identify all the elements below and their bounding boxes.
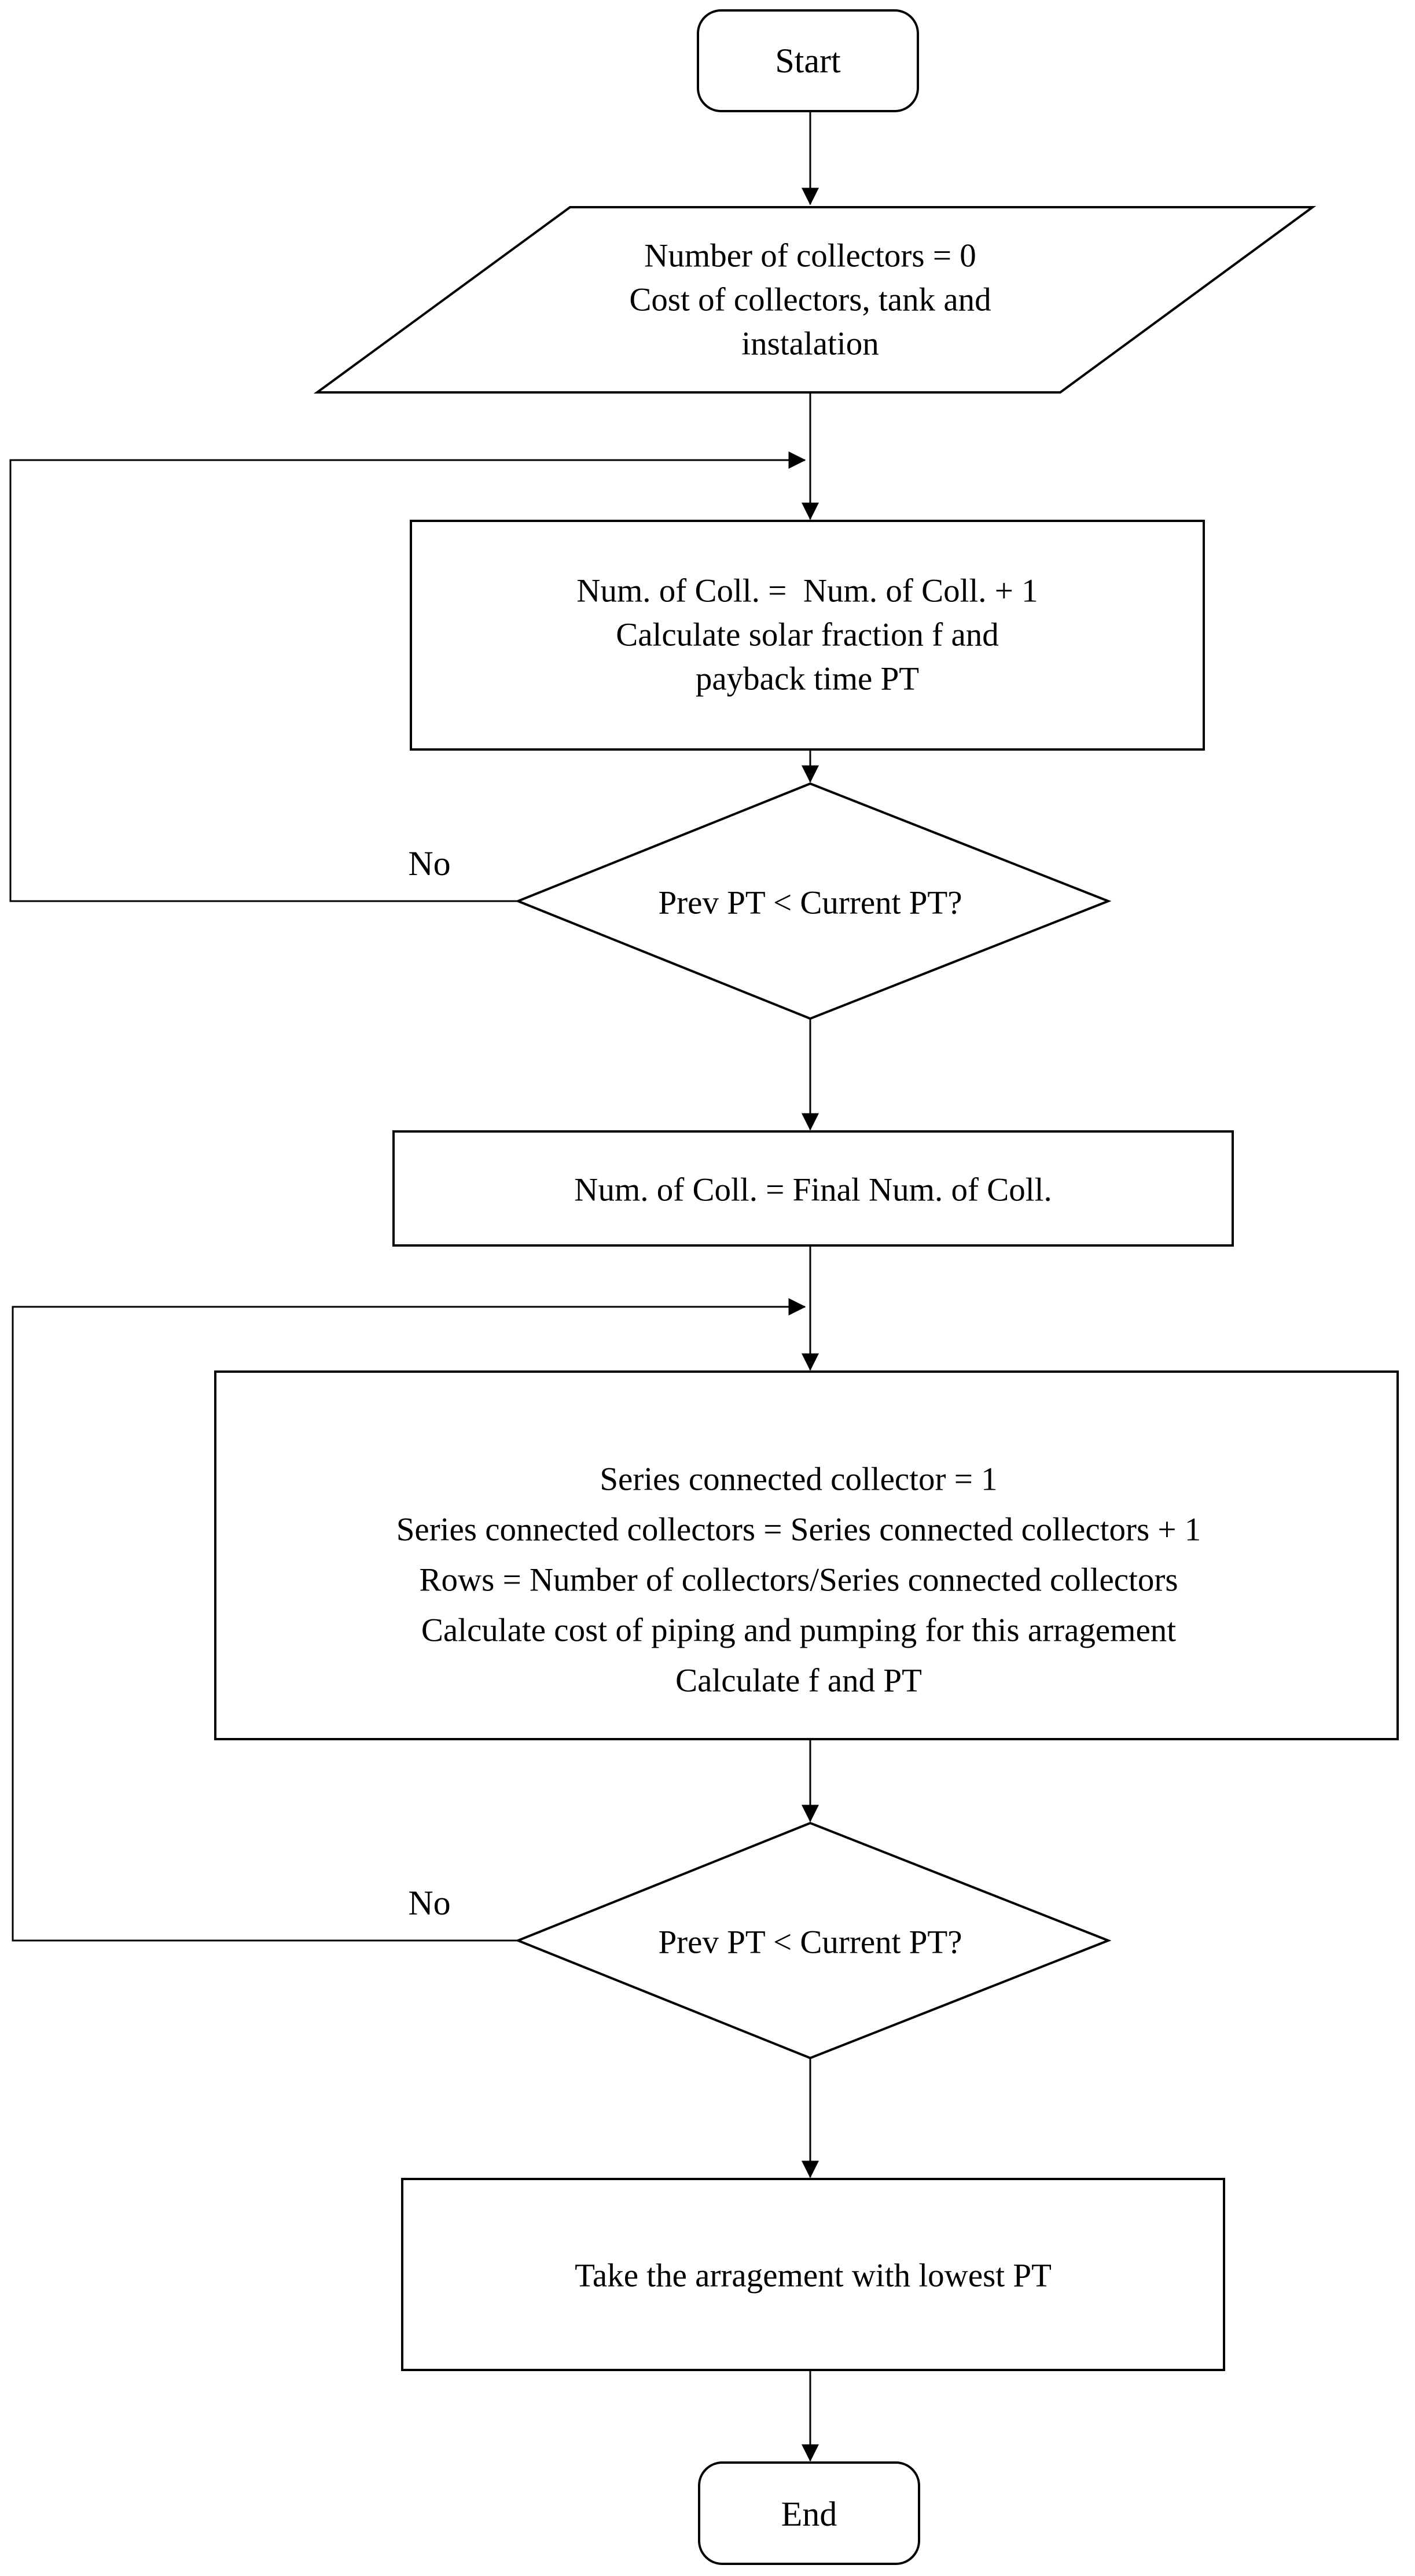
decision2-diamond-shape: [514, 1821, 1112, 2060]
nodes: [214, 9, 1399, 2565]
series-block-line-2: Series connected collectors = Series con…: [396, 1512, 1201, 1548]
start-label: Start: [775, 42, 841, 80]
connectors: [9, 111, 819, 2462]
start-terminator-shape: [697, 9, 919, 112]
input-parallelogram-shape: [313, 206, 1317, 394]
add-collector-line-1: Num. of Coll. = Num. of Coll. + 1: [576, 573, 1038, 609]
final-num-label: Num. of Coll. = Final Num. of Coll.: [574, 1172, 1052, 1208]
series-block-line-5: Calculate f and PT: [675, 1663, 922, 1699]
input-line-1: Number of collectors = 0: [644, 238, 976, 274]
decision1-diamond-shape: [514, 782, 1112, 1020]
labels: Start Number of collectors = 0 Cost of c…: [396, 42, 1201, 2533]
series-block-line-4: Calculate cost of piping and pumping for…: [421, 1612, 1176, 1649]
take-lowest-label: Take the arragement with lowest PT: [575, 2258, 1052, 2294]
decision1-label: Prev PT < Current PT?: [658, 885, 962, 921]
decision1-no-label: No: [408, 844, 450, 883]
add-collector-line-3: payback time PT: [696, 661, 919, 697]
final-num-process-shape: [392, 1130, 1234, 1247]
add-collector-process-shape: [410, 520, 1205, 751]
input-line-2: Cost of collectors, tank and: [629, 282, 991, 318]
take-lowest-process-shape: [401, 2178, 1225, 2371]
end-label: End: [781, 2495, 837, 2533]
series-block-process-shape: [214, 1370, 1399, 1740]
add-collector-line-2: Calculate solar fraction f and: [616, 617, 999, 653]
arrow-no-loop-collectors: [9, 451, 806, 902]
input-line-3: instalation: [741, 326, 879, 362]
decision2-label: Prev PT < Current PT?: [658, 1924, 962, 1961]
series-block-line-3: Rows = Number of collectors/Series conne…: [419, 1562, 1178, 1598]
series-block-line-1: Series connected collector = 1: [600, 1461, 997, 1498]
end-terminator-shape: [698, 2461, 920, 2565]
decision2-no-label: No: [408, 1884, 450, 1922]
arrow-no-loop-arrangement: [12, 1298, 806, 1942]
